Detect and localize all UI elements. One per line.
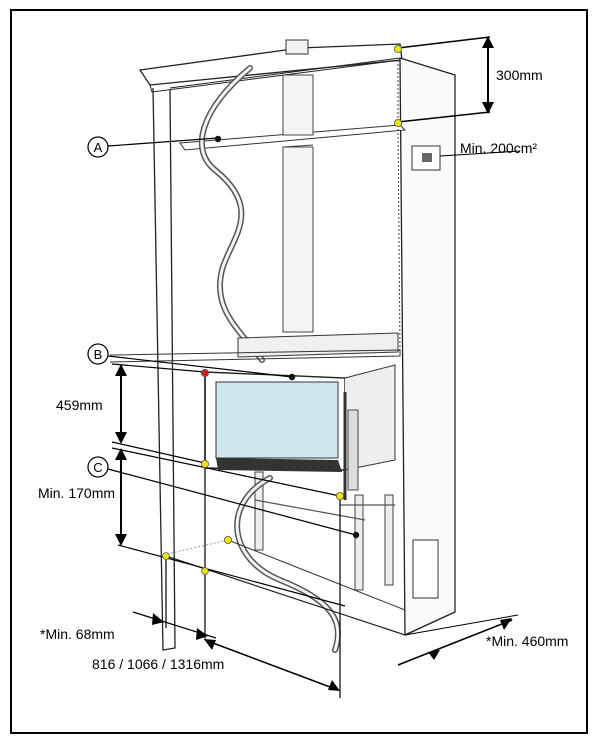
firebox-glass (215, 381, 339, 459)
label-min-170mm: Min. 170mm (38, 485, 116, 501)
flue-stub (285, 39, 309, 55)
leg-right-front (354, 494, 364, 591)
marker-dot-yellow (200, 459, 209, 468)
leg-left (254, 471, 264, 551)
label-min-460mm: *Min. 460mm (486, 633, 569, 649)
firebox-hood (237, 332, 399, 358)
marker-dot-black (214, 135, 222, 143)
marker-dot-yellow (393, 45, 402, 54)
label-min-68mm: *Min. 68mm (40, 626, 115, 642)
marker-dot-yellow (393, 119, 402, 128)
label-width-options: 816 / 1066 / 1316mm (92, 656, 225, 672)
marker-dot-yellow (162, 552, 170, 560)
label-vent-area: Min. 200cm² (460, 140, 538, 156)
vent-grille-lower (412, 539, 439, 599)
divider-a (179, 124, 407, 151)
marker-dot-red (200, 368, 209, 377)
callout-b-letter: B (94, 347, 103, 362)
callout-a-letter: A (94, 140, 103, 155)
marker-dot-yellow (335, 491, 344, 500)
marker-dot-black (352, 531, 360, 539)
marker-dot-black (288, 373, 296, 381)
callout-c-letter: C (93, 460, 102, 475)
label-300mm: 300mm (496, 67, 543, 83)
ceiling-slab (138, 43, 403, 86)
marker-dot-yellow (201, 567, 209, 575)
label-459mm: 459mm (56, 397, 103, 413)
flue-pipe-upper (282, 74, 314, 136)
leg-right-back (384, 494, 394, 586)
flue-pipe-lower (282, 146, 314, 333)
marker-dot-yellow (223, 536, 232, 545)
